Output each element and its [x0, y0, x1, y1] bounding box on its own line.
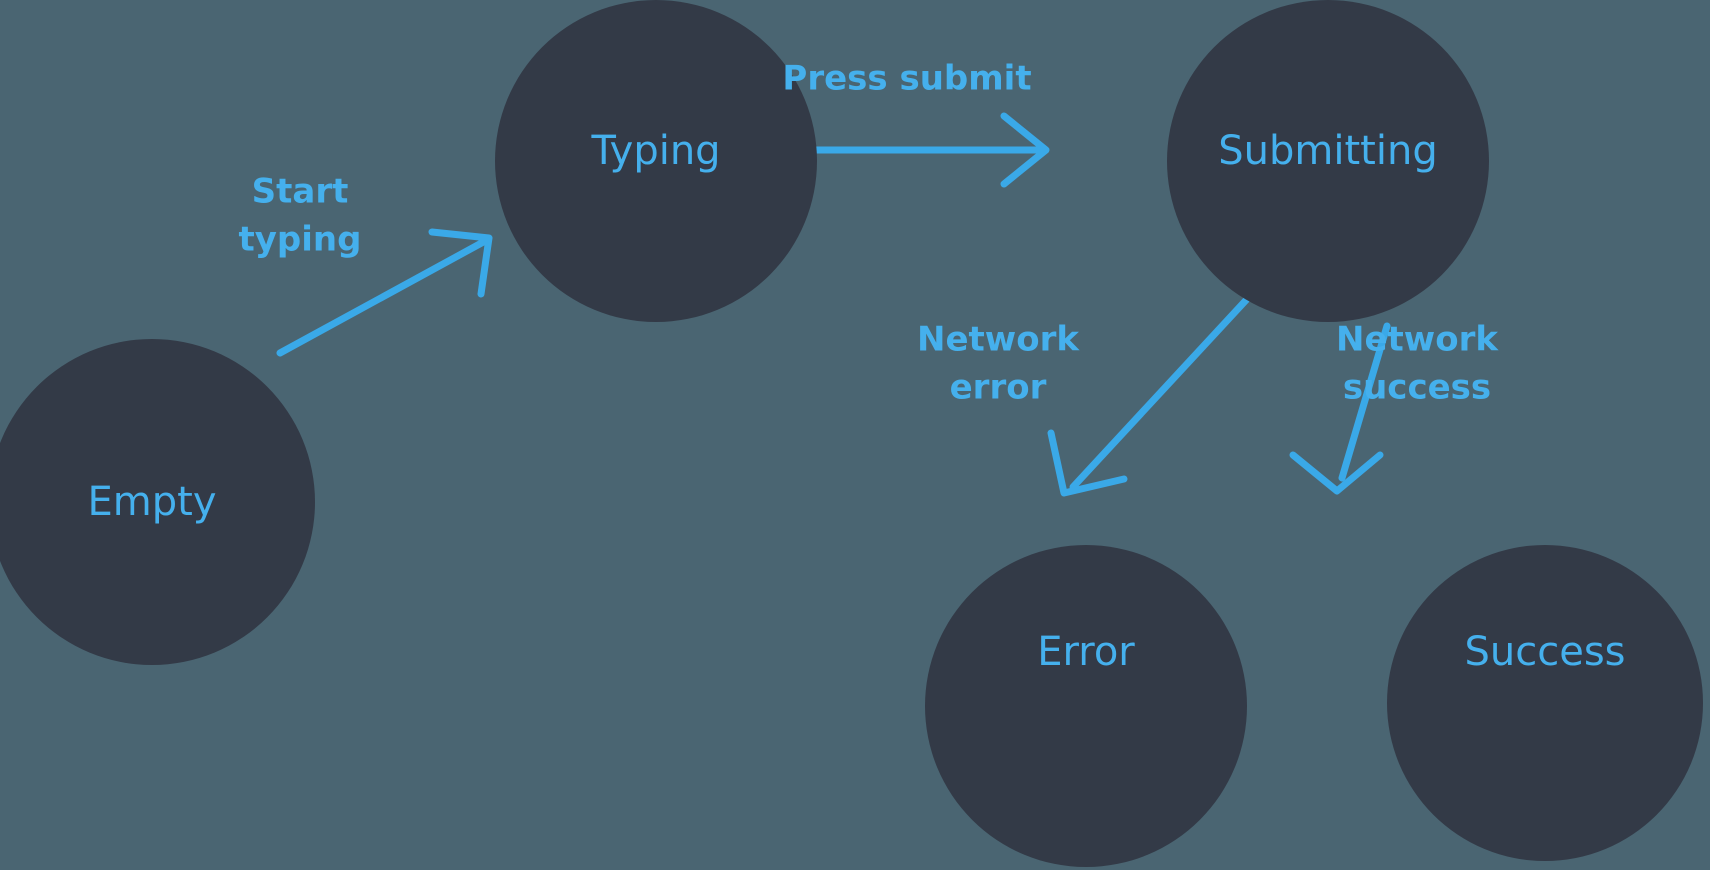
node-typing[interactable]: Typing [495, 0, 817, 322]
edge-submitting-to-success [1289, 322, 1391, 495]
edge-empty-to-typing-arrowhead [428, 228, 493, 298]
edge-typing-to-submitting-arrowhead [1000, 112, 1050, 188]
node-typing-label: Typing [590, 128, 720, 174]
edge-submitting-to-error-line [1069, 294, 1252, 491]
edge-label-submitting-to-error-line-2: error [950, 368, 1047, 408]
node-submitting-circle[interactable] [1167, 0, 1489, 322]
node-typing-circle[interactable] [495, 0, 817, 322]
edge-label-empty-to-typing-line-2: typing [239, 220, 362, 260]
node-error-circle[interactable] [925, 545, 1247, 867]
node-error-label: Error [1037, 629, 1135, 675]
edge-label-submitting-to-success: Network success [1336, 320, 1499, 408]
node-error[interactable]: Error [925, 545, 1247, 867]
node-submitting-label: Submitting [1218, 128, 1437, 174]
edge-label-typing-to-submitting: Press submit [782, 59, 1031, 99]
node-success[interactable]: Success [1387, 545, 1703, 861]
edge-submitting-to-error-arrowhead [1047, 429, 1128, 497]
edge-label-typing-to-submitting-line-1: Press submit [782, 59, 1031, 99]
edge-submitting-to-error [1047, 294, 1252, 497]
edge-label-submitting-to-error: Network error [917, 320, 1080, 408]
node-success-label: Success [1464, 629, 1625, 675]
edge-submitting-to-success-line [1338, 322, 1391, 482]
edge-submitting-to-success-arrowhead [1289, 451, 1384, 495]
node-empty-label: Empty [88, 479, 217, 525]
edge-label-submitting-to-success-line-1: Network [1336, 320, 1499, 360]
edge-empty-to-typing-line [276, 236, 491, 357]
edge-label-empty-to-typing: Start typing [239, 172, 362, 260]
edge-label-empty-to-typing-line-1: Start [252, 172, 349, 212]
node-success-circle[interactable] [1387, 545, 1703, 861]
node-empty-circle[interactable] [0, 339, 315, 665]
edge-label-submitting-to-success-line-2: success [1343, 368, 1491, 408]
edge-empty-to-typing [276, 228, 493, 357]
edge-label-submitting-to-error-line-1: Network [917, 320, 1080, 360]
node-empty[interactable]: Empty [0, 339, 315, 665]
node-submitting[interactable]: Submitting [1167, 0, 1489, 322]
